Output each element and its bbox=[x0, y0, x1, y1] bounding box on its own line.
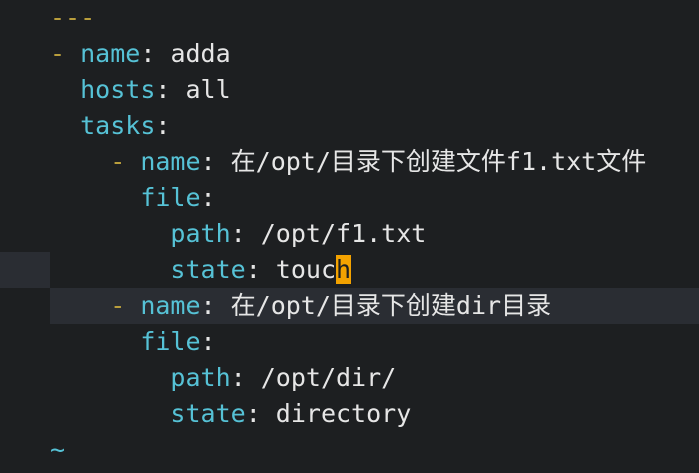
colon: : bbox=[245, 255, 276, 284]
gutter-cursor-mark bbox=[0, 252, 50, 288]
task2-name-value: 在/opt/目录下创建dir目录 bbox=[230, 291, 552, 320]
indent bbox=[50, 75, 80, 104]
hosts-key: hosts bbox=[80, 75, 156, 104]
text-cursor: h bbox=[336, 255, 352, 284]
indent bbox=[50, 111, 80, 140]
play-name-key: name bbox=[80, 39, 141, 68]
colon: : bbox=[230, 219, 261, 248]
indent bbox=[50, 147, 110, 176]
tasks-key: tasks bbox=[80, 111, 156, 140]
line-task1-name[interactable]: - name: 在/opt/目录下创建文件f1.txt文件 bbox=[50, 144, 699, 180]
colon: : bbox=[200, 183, 216, 212]
line-play-name[interactable]: - name: adda bbox=[50, 36, 699, 72]
task2-path-key: path bbox=[170, 363, 231, 392]
task1-state-value: touc bbox=[275, 255, 337, 284]
list-dash: - bbox=[50, 39, 81, 68]
colon: : bbox=[200, 291, 231, 320]
line-task2-module[interactable]: file: bbox=[50, 324, 699, 360]
colon: : bbox=[155, 75, 186, 104]
colon: : bbox=[140, 39, 171, 68]
indent bbox=[50, 327, 140, 356]
indent bbox=[50, 219, 170, 248]
line-task2-state[interactable]: state: directory bbox=[50, 396, 699, 432]
end-of-buffer-marker: ~ bbox=[50, 435, 66, 464]
task2-module-key: file bbox=[140, 327, 201, 356]
line-doc-start[interactable]: --- bbox=[50, 0, 699, 36]
indent bbox=[50, 255, 170, 284]
indent bbox=[50, 363, 170, 392]
colon: : bbox=[230, 363, 261, 392]
line-play-tasks[interactable]: tasks: bbox=[50, 108, 699, 144]
hosts-value: all bbox=[185, 75, 231, 104]
task1-name-key: name bbox=[140, 147, 201, 176]
play-name-value: adda bbox=[170, 39, 231, 68]
indent bbox=[50, 183, 140, 212]
task2-state-value: directory bbox=[275, 399, 412, 428]
colon: : bbox=[200, 147, 231, 176]
colon: : bbox=[155, 111, 171, 140]
task1-path-key: path bbox=[170, 219, 231, 248]
line-end-of-buffer: ~ bbox=[50, 432, 699, 468]
task1-state-key: state bbox=[170, 255, 246, 284]
line-task2-path[interactable]: path: /opt/dir/ bbox=[50, 360, 699, 396]
task2-name-key: name bbox=[140, 291, 201, 320]
indent bbox=[50, 399, 170, 428]
list-dash: - bbox=[110, 291, 141, 320]
colon: : bbox=[245, 399, 276, 428]
task1-name-value: 在/opt/目录下创建文件f1.txt文件 bbox=[230, 147, 647, 176]
indent bbox=[50, 291, 110, 320]
list-dash: - bbox=[110, 147, 141, 176]
task1-path-value: /opt/f1.txt bbox=[260, 219, 427, 248]
line-task1-path[interactable]: path: /opt/f1.txt bbox=[50, 216, 699, 252]
colon: : bbox=[200, 327, 216, 356]
task2-path-value: /opt/dir/ bbox=[260, 363, 397, 392]
doc-start-marker: --- bbox=[50, 3, 96, 32]
line-task2-name[interactable]: - name: 在/opt/目录下创建dir目录 bbox=[50, 288, 699, 324]
line-play-hosts[interactable]: hosts: all bbox=[50, 72, 699, 108]
line-task1-module[interactable]: file: bbox=[50, 180, 699, 216]
task1-module-key: file bbox=[140, 183, 201, 212]
line-gutter bbox=[0, 0, 50, 473]
task2-state-key: state bbox=[170, 399, 246, 428]
line-task1-state[interactable]: state: touch bbox=[50, 252, 699, 288]
